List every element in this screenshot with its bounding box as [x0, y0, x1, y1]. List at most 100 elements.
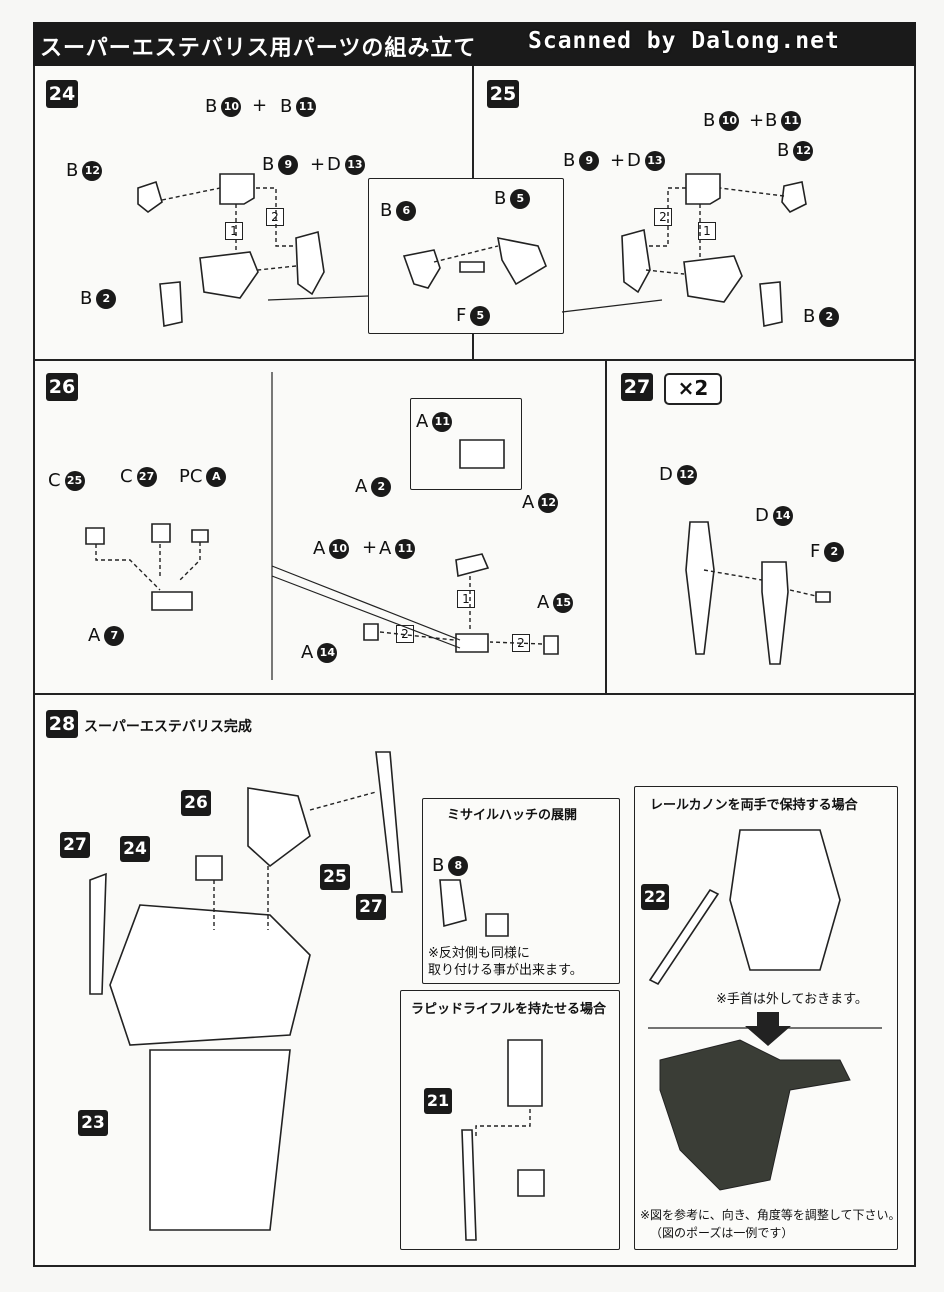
missile-hatch-open	[485, 913, 509, 937]
divider-26-27	[605, 359, 607, 693]
rail-cannon-gun	[648, 888, 720, 986]
s24-substep-2: 2	[266, 208, 284, 226]
s26-part-assembly	[455, 633, 489, 653]
missile-hatch-title: ミサイルハッチの展開	[447, 808, 578, 823]
s28-dash-3	[309, 791, 377, 811]
rail-cannon-photo	[659, 1039, 851, 1191]
page-title: スーパーエステバリス用パーツの組み立て	[40, 36, 477, 61]
s27-dash	[703, 569, 817, 597]
rail-down-arrow	[745, 1012, 791, 1046]
inset-part-f5	[459, 261, 485, 273]
s25-part-b9d13	[621, 228, 651, 294]
s24-part-d13	[295, 230, 325, 296]
rail-note-adjust-2: （図のポーズは一例です）	[650, 1226, 794, 1240]
robot-head-part	[195, 855, 223, 881]
s26-part-a14	[363, 623, 379, 641]
s26-part-pca	[191, 529, 209, 543]
step-26-number: 26	[46, 373, 78, 401]
s26-part-c25	[85, 527, 105, 545]
s25-dash-4	[645, 269, 685, 275]
rail-cannon-robot	[729, 829, 841, 971]
s25-part-b2	[759, 281, 783, 327]
inset-part-b6	[402, 249, 441, 289]
s25-dash-3	[648, 187, 686, 247]
s26-part-a15	[543, 635, 559, 655]
s26-dash	[95, 544, 161, 591]
s25-plus2: +	[610, 150, 626, 171]
s24-part-b10b11	[219, 173, 255, 205]
inset-pointer	[267, 295, 663, 313]
missile-note-2: 取り付ける事が出来ます。	[428, 963, 583, 978]
s26-part-a7	[151, 591, 193, 611]
s24-plus: +	[252, 95, 268, 116]
robot-legs	[149, 1049, 291, 1231]
callout-27-left: 27	[60, 832, 90, 858]
rapid-rifle-hand	[517, 1169, 545, 1197]
robot-weapon-27-left	[89, 872, 107, 995]
s27-part-d14	[761, 561, 789, 665]
rail-note-hands: ※手首は外しておきます。	[716, 992, 868, 1007]
robot-shoulder-25	[247, 787, 311, 868]
s26-pointer	[271, 565, 461, 649]
s25-part-body	[683, 255, 743, 303]
rail-note-adjust-1: ※図を参考に、向き、角度等を調整して下さい。	[640, 1208, 901, 1222]
step-27-multiplier: ×2	[664, 373, 722, 405]
rapid-rifle-box	[400, 990, 620, 1250]
s24-part-b2	[159, 281, 183, 327]
s24-dash-1	[161, 187, 221, 201]
s24-part-body	[199, 251, 259, 299]
divider-row1	[33, 359, 916, 361]
s26-part-c27	[151, 523, 171, 543]
s26-dash-6	[489, 641, 543, 645]
missile-note-1: ※反対側も同様に	[428, 946, 530, 961]
rapid-dash	[475, 1106, 531, 1136]
rail-callout-22: 22	[641, 884, 669, 910]
callout-24: 24	[120, 836, 150, 862]
s25-plus: +	[749, 110, 765, 131]
step-24-number: 24	[46, 80, 78, 108]
missile-hatch-part	[439, 879, 467, 928]
header-bar	[33, 22, 916, 66]
scan-credit: Scanned by Dalong.net	[528, 28, 840, 54]
s25-substep-1: 1	[698, 222, 716, 240]
rapid-callout-21: 21	[424, 1088, 452, 1114]
callout-27-right: 27	[356, 894, 386, 920]
s27-part-f2	[815, 591, 831, 603]
callout-26: 26	[181, 790, 211, 816]
step-27-number: 27	[621, 373, 653, 401]
step-28-number: 28	[46, 710, 78, 738]
rapid-rifle-title: ラピッドライフルを持たせる場合	[411, 1002, 607, 1017]
s25-dash-1	[719, 187, 785, 197]
step-25-number: 25	[487, 80, 519, 108]
s26-plus: +	[362, 537, 378, 558]
